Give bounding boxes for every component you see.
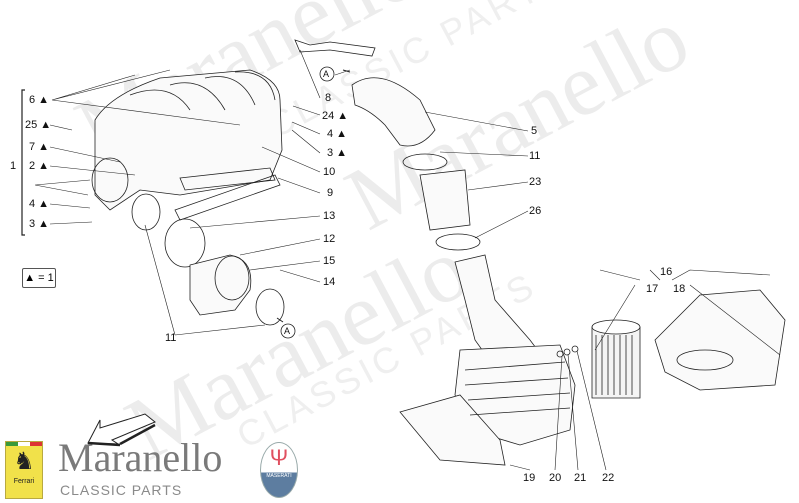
callout-13: 13 [323,210,336,222]
callout-26: 26 [529,205,542,217]
throttle-body [189,254,252,316]
callout-1: 1 [10,160,17,172]
throttle-adapter [164,218,206,268]
callout-9: 9 [327,187,334,199]
brand-tagline: CLASSIC PARTS [60,482,183,498]
intake-hose [351,77,436,147]
manifold-gasket [174,174,281,221]
callout-12: 12 [323,233,336,245]
callout-14: 14 [323,276,336,288]
trident-icon: Ψ [269,445,289,470]
air-filter [591,326,641,399]
filter-housing-cover [654,289,786,391]
callout-11: 11 [165,332,177,344]
callout-20: 20 [549,472,562,484]
callout-7: 7 ▲ [29,141,50,153]
callout-19: 19 [523,472,536,484]
callout-3b: 3 ▲ [327,147,348,159]
callout-11b: 11 [529,150,541,162]
callout-17: 17 [646,283,659,295]
prancing-horse-icon: ♞ [13,448,35,475]
callout-a-upper: A [323,69,330,79]
callout-25: 25 ▲ [25,119,52,131]
callout-24: 24 ▲ [322,110,349,122]
callout-23: 23 [529,176,542,188]
callout-4b: 4 ▲ [327,128,348,140]
direction-arrow [87,413,156,445]
callout-a-lower: A [284,326,291,336]
callout-5: 5 [531,125,538,137]
callout-6: 6 ▲ [29,94,50,106]
callout-15: 15 [323,255,336,267]
intake-manifold [94,69,283,211]
brand-name: Maranello [58,435,223,480]
callout-10: 10 [323,166,336,178]
ref-circle-a [280,323,296,339]
ref-circle-a [319,66,335,82]
callout-4: 4 ▲ [29,198,50,210]
callout-22: 22 [602,472,615,484]
legend-box: ▲ = 1 [22,268,56,288]
air-flow-meter [419,169,471,231]
hose-clamp [131,193,161,231]
callout-2: 2 ▲ [29,160,50,172]
callout-18: 18 [673,283,686,295]
callout-3: 3 ▲ [29,218,50,230]
callout-21: 21 [574,472,587,484]
maserati-logo: Ψ MASERATI [260,442,298,498]
hose-clamp [255,288,285,326]
ferrari-logo: ♞ Ferrari [5,441,43,499]
callout-8: 8 [325,92,332,104]
callout-16: 16 [660,266,673,278]
